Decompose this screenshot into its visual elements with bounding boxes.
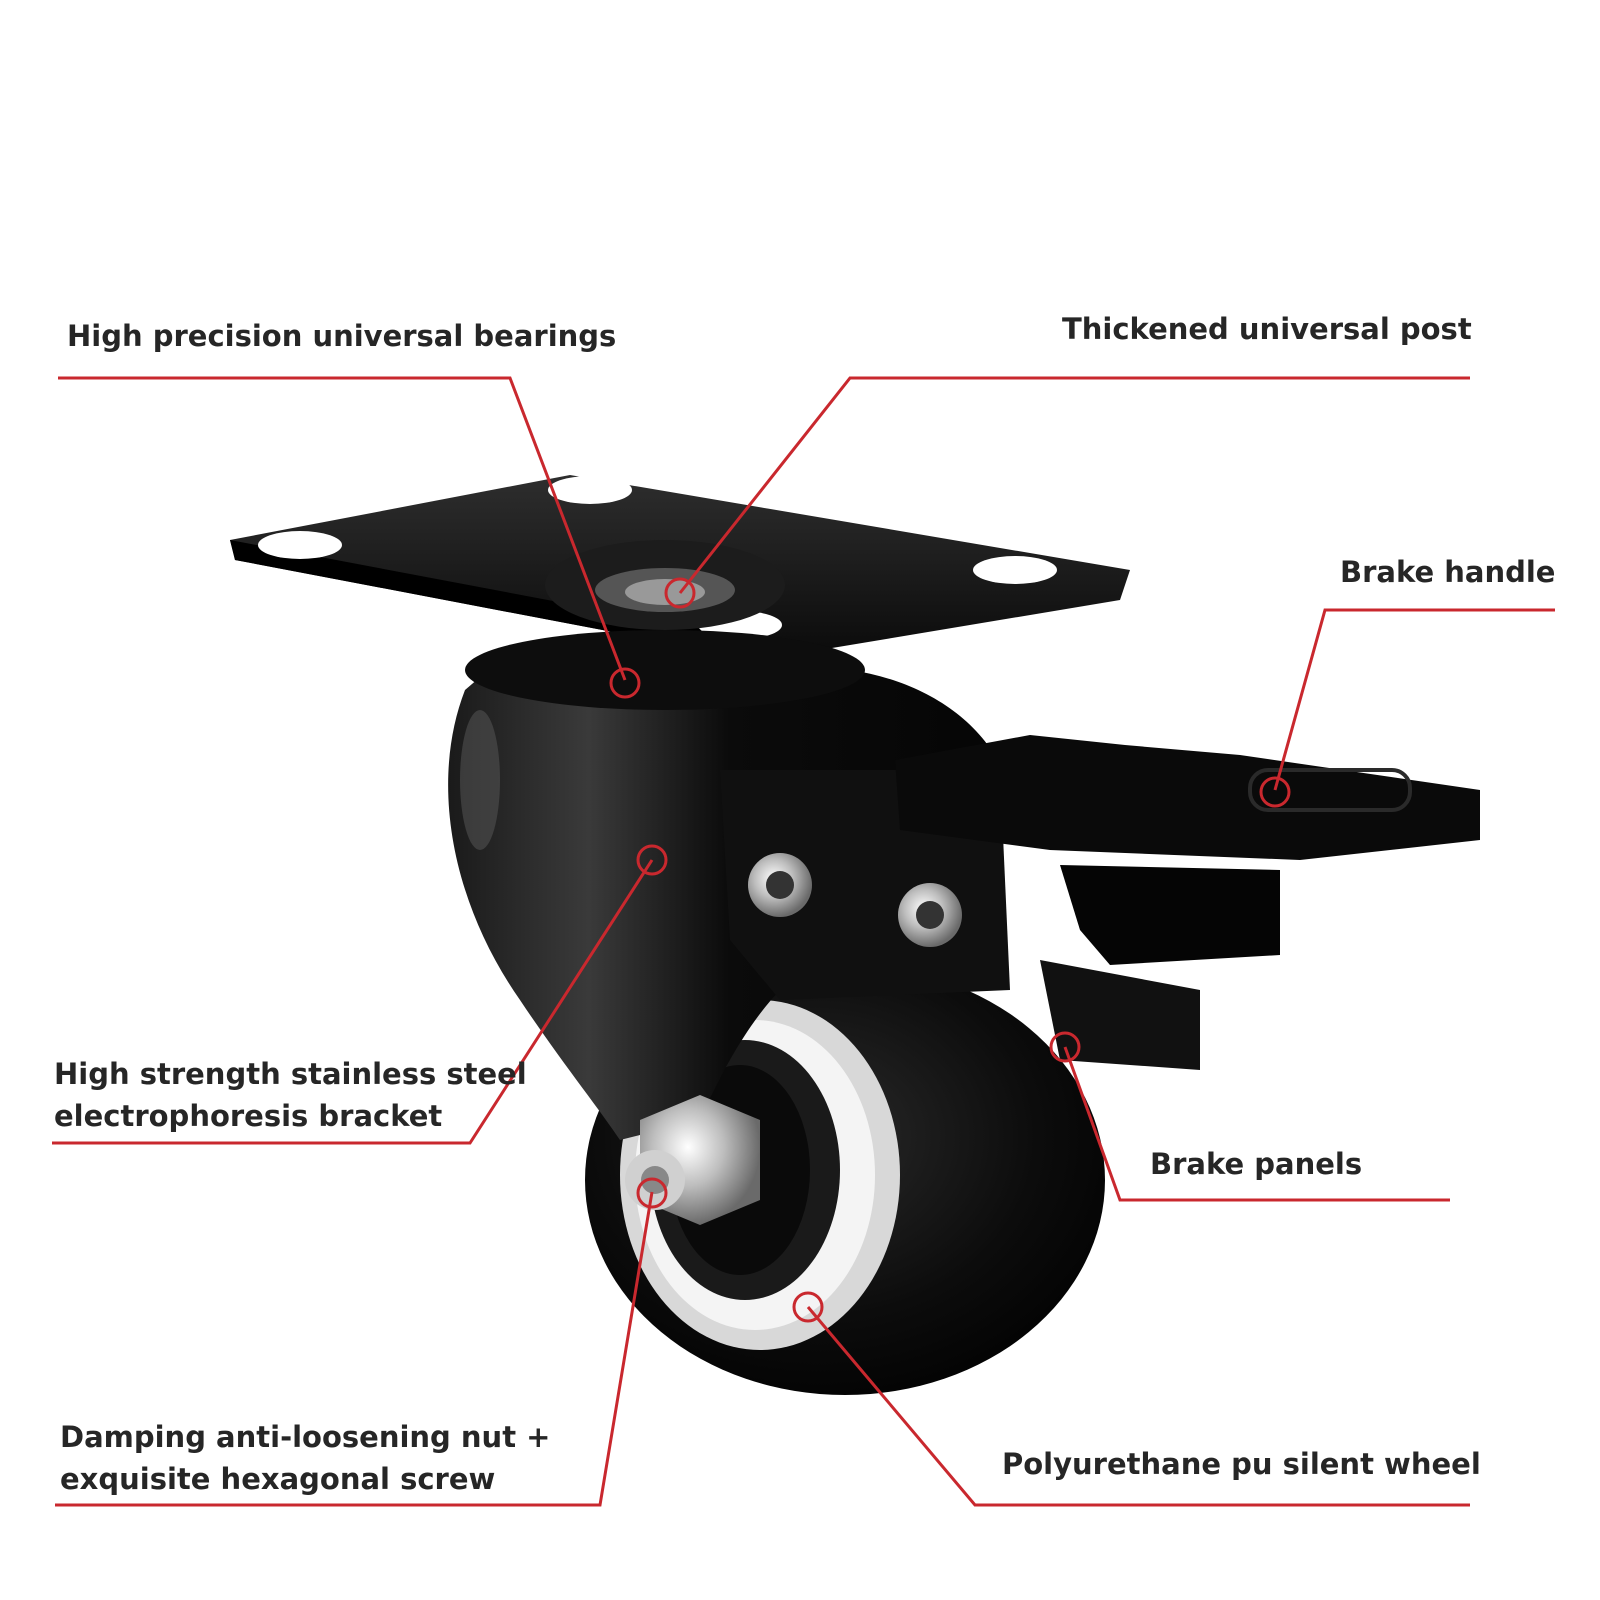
leader-brake-panels (1063, 1046, 1450, 1202)
label-bearings: High precision universal bearings (67, 319, 617, 353)
label-wheel: Polyurethane pu silent wheel (1002, 1447, 1481, 1481)
label-brake-panels: Brake panels (1150, 1147, 1363, 1181)
leader-bracket (52, 859, 654, 1145)
brake-handle (895, 735, 1480, 1070)
marker-post (664, 577, 696, 609)
leader-nut (55, 1191, 654, 1507)
leader-post (678, 376, 1470, 594)
label-bracket-line1: High strength stainless steel (54, 1057, 527, 1091)
label-nut-line1: Damping anti-loosening nut + (60, 1420, 551, 1454)
mounting-plate (230, 475, 1130, 710)
marker-bearings (609, 667, 641, 699)
label-brake-handle: Brake handle (1340, 555, 1556, 589)
leader-bearings (58, 376, 627, 681)
marker-wheel (792, 1291, 824, 1323)
label-bracket-line2: electrophoresis bracket (54, 1099, 443, 1133)
marker-nut (636, 1177, 668, 1209)
label-post: Thickened universal post (1062, 312, 1472, 346)
leader-brake-handle (1273, 608, 1555, 791)
rivets (748, 853, 962, 947)
marker-bracket (636, 844, 668, 876)
marker-brake-handle (1259, 776, 1291, 808)
leader-wheel (806, 1306, 1470, 1507)
label-nut-line2: exquisite hexagonal screw (60, 1462, 496, 1496)
marker-brake-panels (1049, 1031, 1081, 1063)
